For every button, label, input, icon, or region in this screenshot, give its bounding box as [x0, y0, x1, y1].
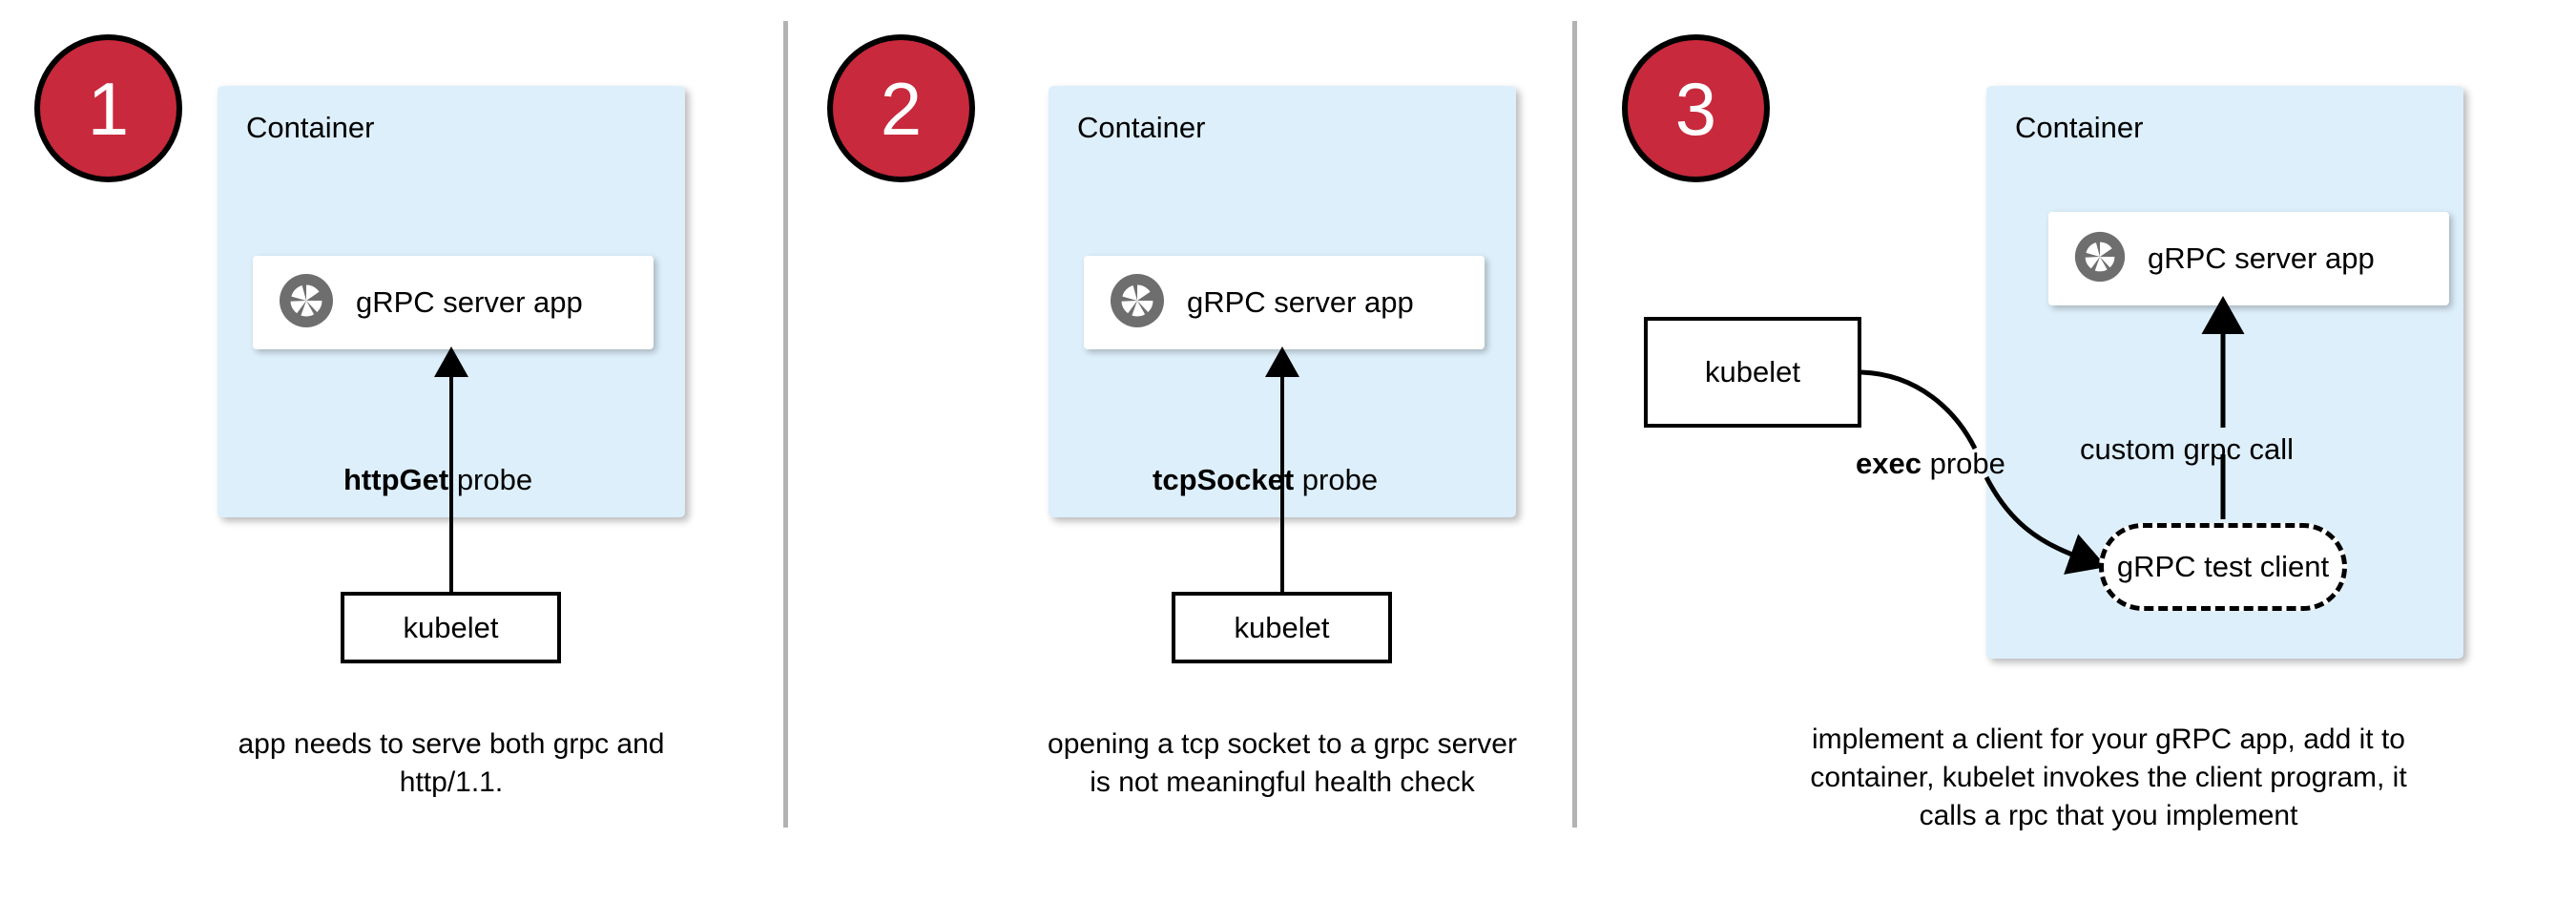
- panel-exec-probe: 3 Container gRPC server app: [1574, 0, 2576, 923]
- probe-label-3-bold: exec: [1856, 447, 1922, 480]
- kubelet-box-1: kubelet: [341, 592, 561, 663]
- panel-httpget-probe: 1 Container gRPC server app: [0, 0, 785, 923]
- app-card-label-3: gRPC server app: [2148, 241, 2375, 275]
- probe-label-1-bold: httpGet: [343, 463, 449, 496]
- app-card-label-1: gRPC server app: [356, 285, 583, 319]
- probe-label-3-rest: probe: [1921, 447, 2005, 480]
- step-badge-3: 3: [1622, 34, 1770, 182]
- caption-1: app needs to serve both grpc and http/1.…: [238, 728, 665, 798]
- grpc-logo-icon: [1109, 272, 1166, 334]
- container-label-2: Container: [1077, 111, 1206, 144]
- step-badge-1: 1: [34, 34, 182, 182]
- kubelet-box-2: kubelet: [1172, 592, 1392, 663]
- grpc-server-app-card-1: gRPC server app: [253, 256, 654, 349]
- probe-label-1-rest: probe: [448, 463, 533, 496]
- probe-label-2-rest: probe: [1294, 463, 1379, 496]
- panel-tcpsocket-probe: 2 Container gRPC server app: [785, 0, 1574, 923]
- custom-grpc-call-label: custom grpc call: [2080, 432, 2294, 466]
- grpc-server-app-card-3: gRPC server app: [2048, 212, 2449, 305]
- grpc-test-client-pill: gRPC test client: [2099, 523, 2347, 611]
- exec-probe-curve-top: [1860, 369, 1978, 451]
- caption-2: opening a tcp socket to a grpc server is…: [1048, 728, 1517, 798]
- probe-label-2-bold: tcpSocket: [1153, 463, 1295, 496]
- grpc-logo-icon: [278, 272, 335, 334]
- probe-label-1: httpGet probe: [343, 465, 532, 494]
- panel-divider-2: [1572, 21, 1577, 828]
- caption-3: implement a client for your gRPC app, ad…: [1810, 724, 2407, 831]
- step-badge-2: 2: [827, 34, 975, 182]
- kubelet-box-3: kubelet: [1644, 317, 1861, 428]
- container-label-3: Container: [2015, 111, 2144, 144]
- container-label-1: Container: [246, 111, 375, 144]
- grpc-logo-icon: [2073, 230, 2127, 288]
- probe-label-2: tcpSocket probe: [1153, 465, 1378, 494]
- app-card-label-2: gRPC server app: [1187, 285, 1414, 319]
- probe-label-3: exec probe: [1856, 449, 2005, 478]
- grpc-server-app-card-2: gRPC server app: [1084, 256, 1485, 349]
- panel-divider-1: [783, 21, 788, 828]
